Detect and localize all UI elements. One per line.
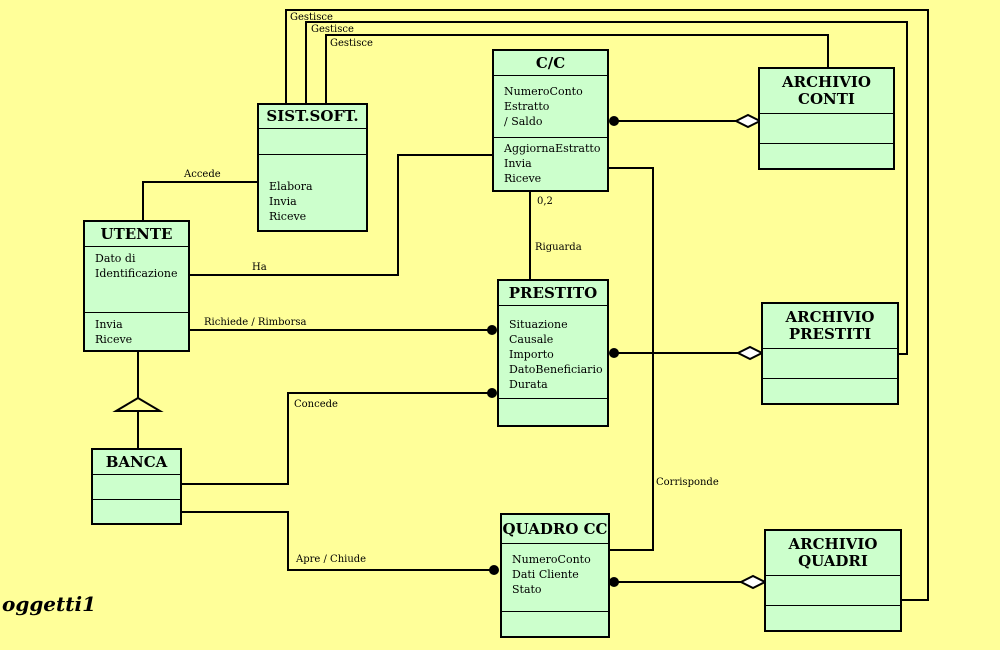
operations-section [760, 144, 893, 168]
attribute: Dato di [95, 252, 136, 265]
label-riguarda: Riguarda [535, 242, 582, 253]
attribute: Importo [509, 348, 554, 361]
class-name: ARCHIVIO PRESTITI [763, 304, 897, 349]
operations-section: Elabora Invia Riceve [259, 155, 366, 230]
apre-chiude-line [181, 511, 494, 571]
operations-section [766, 606, 900, 630]
class-name-line: PRESTITI [788, 325, 872, 343]
many-dot-richiede [487, 325, 497, 335]
label-richiede-rimborsa: Richiede / Rimborsa [204, 317, 307, 328]
attribute: Identificazione [95, 267, 178, 280]
class-banca: BANCA [91, 448, 182, 525]
class-archivio-quadri: ARCHIVIO QUADRI [764, 529, 902, 632]
operations-section [93, 500, 180, 523]
class-name: ARCHIVIO CONTI [760, 69, 893, 114]
accede-line [142, 181, 262, 220]
attributes-section: Situazione Causale Importo DatoBeneficia… [499, 306, 607, 399]
gestisce-line-quadri [285, 9, 929, 601]
gestisce-line-prestiti [305, 21, 908, 355]
label-corrisponde: Corrisponde [656, 477, 719, 488]
class-name: PRESTITO [499, 281, 607, 306]
diagram-caption: oggetti1 [2, 592, 97, 616]
class-name: UTENTE [85, 222, 188, 247]
attribute: Situazione [509, 318, 568, 331]
many-dot-quadro [609, 577, 619, 587]
attributes-section [763, 349, 897, 379]
class-prestito: PRESTITO Situazione Causale Importo Dato… [497, 279, 609, 427]
class-name: BANCA [93, 450, 180, 475]
many-dot-concede [487, 388, 497, 398]
many-dot-cc [609, 116, 619, 126]
label-gestisce-2: Gestisce [311, 24, 354, 35]
operations-section: Invia Riceve [85, 313, 188, 350]
gestisce-line-conti [325, 34, 829, 103]
class-archivio-prestiti: ARCHIVIO PRESTITI [761, 302, 899, 405]
attributes-section: NumeroConto Dati Cliente Stato [502, 544, 608, 612]
operation: Invia [269, 195, 297, 208]
operation: AggiornaEstratto [504, 142, 601, 155]
attributes-section [259, 129, 366, 155]
operations-section: AggiornaEstratto Invia Riceve [494, 138, 607, 190]
class-name: QUADRO CC [502, 515, 608, 544]
attributes-section: Dato di Identificazione [85, 247, 188, 313]
attribute: Dati Cliente [512, 568, 579, 581]
class-archivio-conti: ARCHIVIO CONTI [758, 67, 895, 170]
class-cc: C/C NumeroConto Estratto / Saldo Aggiorn… [492, 49, 609, 192]
class-name-line: ARCHIVIO [782, 73, 871, 91]
many-dot-prestito-archivio [609, 348, 619, 358]
class-name: ARCHIVIO QUADRI [766, 531, 900, 576]
label-concede: Concede [294, 399, 338, 410]
class-utente: UTENTE Dato di Identificazione Invia Ric… [83, 220, 190, 352]
label-accede: Accede [184, 169, 221, 180]
class-name-line: ARCHIVIO [785, 308, 875, 326]
operations-section [499, 399, 607, 425]
class-name: SIST.SOFT. [259, 105, 366, 129]
attributes-section [766, 576, 900, 606]
attribute: DatoBeneficiario [509, 363, 603, 376]
attribute: Estratto [504, 100, 550, 113]
class-name-line: CONTI [798, 90, 855, 108]
class-name: C/C [494, 51, 607, 76]
attribute: Stato [512, 583, 542, 596]
attribute: NumeroConto [512, 553, 591, 566]
generalization-triangle [112, 396, 164, 412]
label-apre-chiude: Apre / Chiude [296, 554, 367, 565]
operation: Riceve [269, 210, 307, 223]
attribute: NumeroConto [504, 85, 583, 98]
attribute: / Saldo [504, 115, 543, 128]
attribute: Durata [509, 378, 548, 391]
corrisponde-line [608, 167, 654, 551]
many-dot-apre [489, 565, 499, 575]
class-quadro-cc: QUADRO CC NumeroConto Dati Cliente Stato [500, 513, 610, 638]
label-gestisce-3: Gestisce [330, 38, 373, 49]
operation: Riceve [504, 172, 542, 185]
label-multiplicity: 0,2 [537, 196, 553, 207]
attribute: Causale [509, 333, 554, 346]
aggregation-diamond-prestiti [735, 345, 765, 361]
ha-line [188, 154, 494, 276]
aggregation-diamond-quadri [738, 574, 768, 590]
class-sist-soft: SIST.SOFT. Elabora Invia Riceve [257, 103, 368, 232]
label-ha: Ha [252, 262, 267, 273]
operation: Invia [504, 157, 532, 170]
operation: Elabora [269, 180, 313, 193]
aggregation-diamond-conti [733, 113, 763, 129]
operation: Invia [95, 318, 123, 331]
label-gestisce-1: Gestisce [290, 12, 333, 23]
class-name-line: ARCHIVIO [788, 535, 878, 553]
class-name-line: QUADRI [798, 552, 868, 570]
attributes-section [93, 475, 180, 500]
operations-section [502, 612, 608, 636]
concede-line [181, 392, 492, 485]
operations-section [763, 379, 897, 403]
attributes-section: NumeroConto Estratto / Saldo [494, 76, 607, 138]
operation: Riceve [95, 333, 133, 346]
attributes-section [760, 114, 893, 144]
